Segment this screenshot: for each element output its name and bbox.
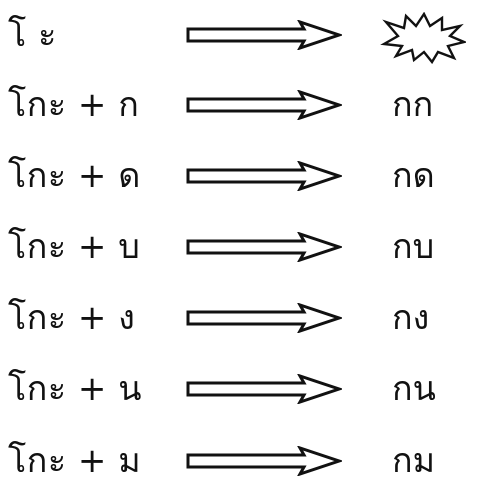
- double-arrow-icon: [186, 161, 342, 191]
- double-arrow-icon: [186, 303, 342, 333]
- rule-result-text: กด: [392, 156, 435, 196]
- rule-result-text: กน: [392, 369, 436, 409]
- rule-result-text: กม: [392, 441, 435, 481]
- rule-row-3: โกะ + บ กบ: [0, 222, 477, 272]
- rule-row-0: โ ะ: [0, 10, 477, 64]
- rule-left-text: โกะ + บ: [8, 227, 141, 267]
- double-arrow-icon: [186, 446, 342, 476]
- rule-row-4: โกะ + ง กง: [0, 293, 477, 343]
- rule-left-text: โ ะ: [8, 15, 57, 55]
- rule-row-1: โกะ + ก กก: [0, 80, 477, 130]
- rule-left-text: โกะ + ม: [8, 441, 142, 481]
- rule-result-text: กง: [392, 298, 430, 338]
- rule-result-text: กก: [392, 85, 434, 125]
- rule-left-text: โกะ + น: [8, 369, 142, 409]
- double-arrow-icon: [186, 90, 342, 120]
- rule-result-text: กบ: [392, 227, 435, 267]
- rule-left-text: โกะ + ง: [8, 298, 136, 338]
- rule-left-text: โกะ + ก: [8, 85, 140, 125]
- double-arrow-icon: [186, 374, 342, 404]
- rule-left-text: โกะ + ด: [8, 156, 141, 196]
- rule-row-6: โกะ + ม กม: [0, 436, 477, 486]
- rule-row-2: โกะ + ด กด: [0, 151, 477, 201]
- rule-row-5: โกะ + น กน: [0, 364, 477, 414]
- explosion-burst-icon: [380, 12, 466, 64]
- double-arrow-icon: [186, 20, 342, 50]
- double-arrow-icon: [186, 232, 342, 262]
